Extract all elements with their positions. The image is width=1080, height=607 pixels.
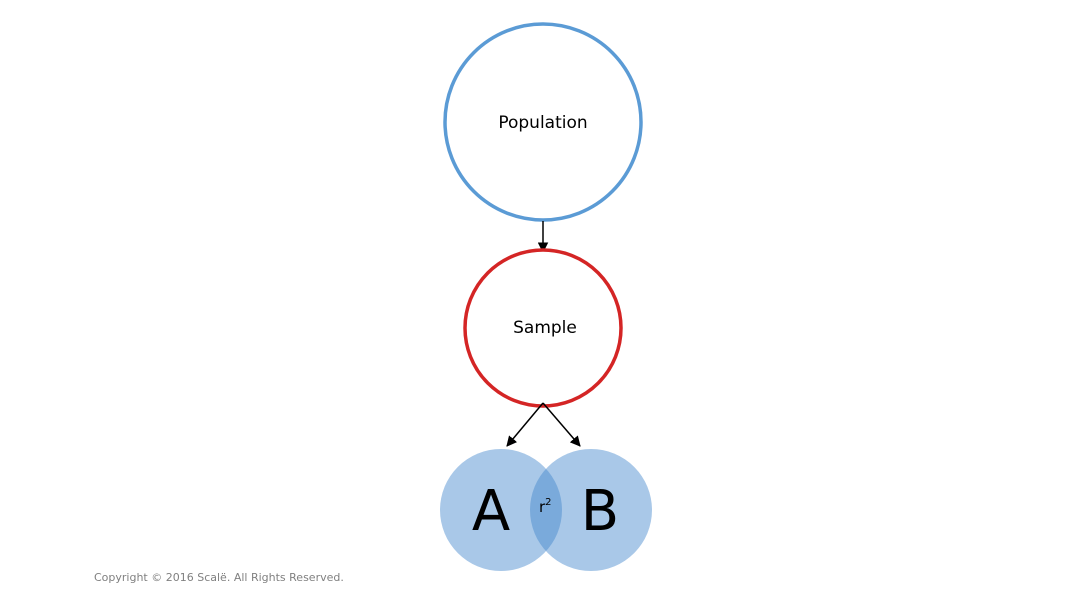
- venn-label-b: B: [581, 479, 619, 544]
- overlap-label-exponent: 2: [545, 497, 551, 508]
- sample-circle: [463, 248, 623, 408]
- overlap-label: r2: [539, 497, 552, 516]
- population-circle: [443, 22, 643, 222]
- sample-label: Sample: [513, 318, 577, 338]
- arrow-sample-to-b: [542, 402, 581, 447]
- population-label: Population: [498, 113, 587, 133]
- venn-circle-a: [440, 449, 562, 571]
- copyright-text: Copyright © 2016 Scalë. All Rights Reser…: [94, 571, 344, 584]
- venn-circle-b: [530, 449, 652, 571]
- overlap-label-base: r: [539, 498, 546, 516]
- arrow-sample-to-a: [506, 402, 544, 447]
- venn-label-a: A: [472, 479, 510, 544]
